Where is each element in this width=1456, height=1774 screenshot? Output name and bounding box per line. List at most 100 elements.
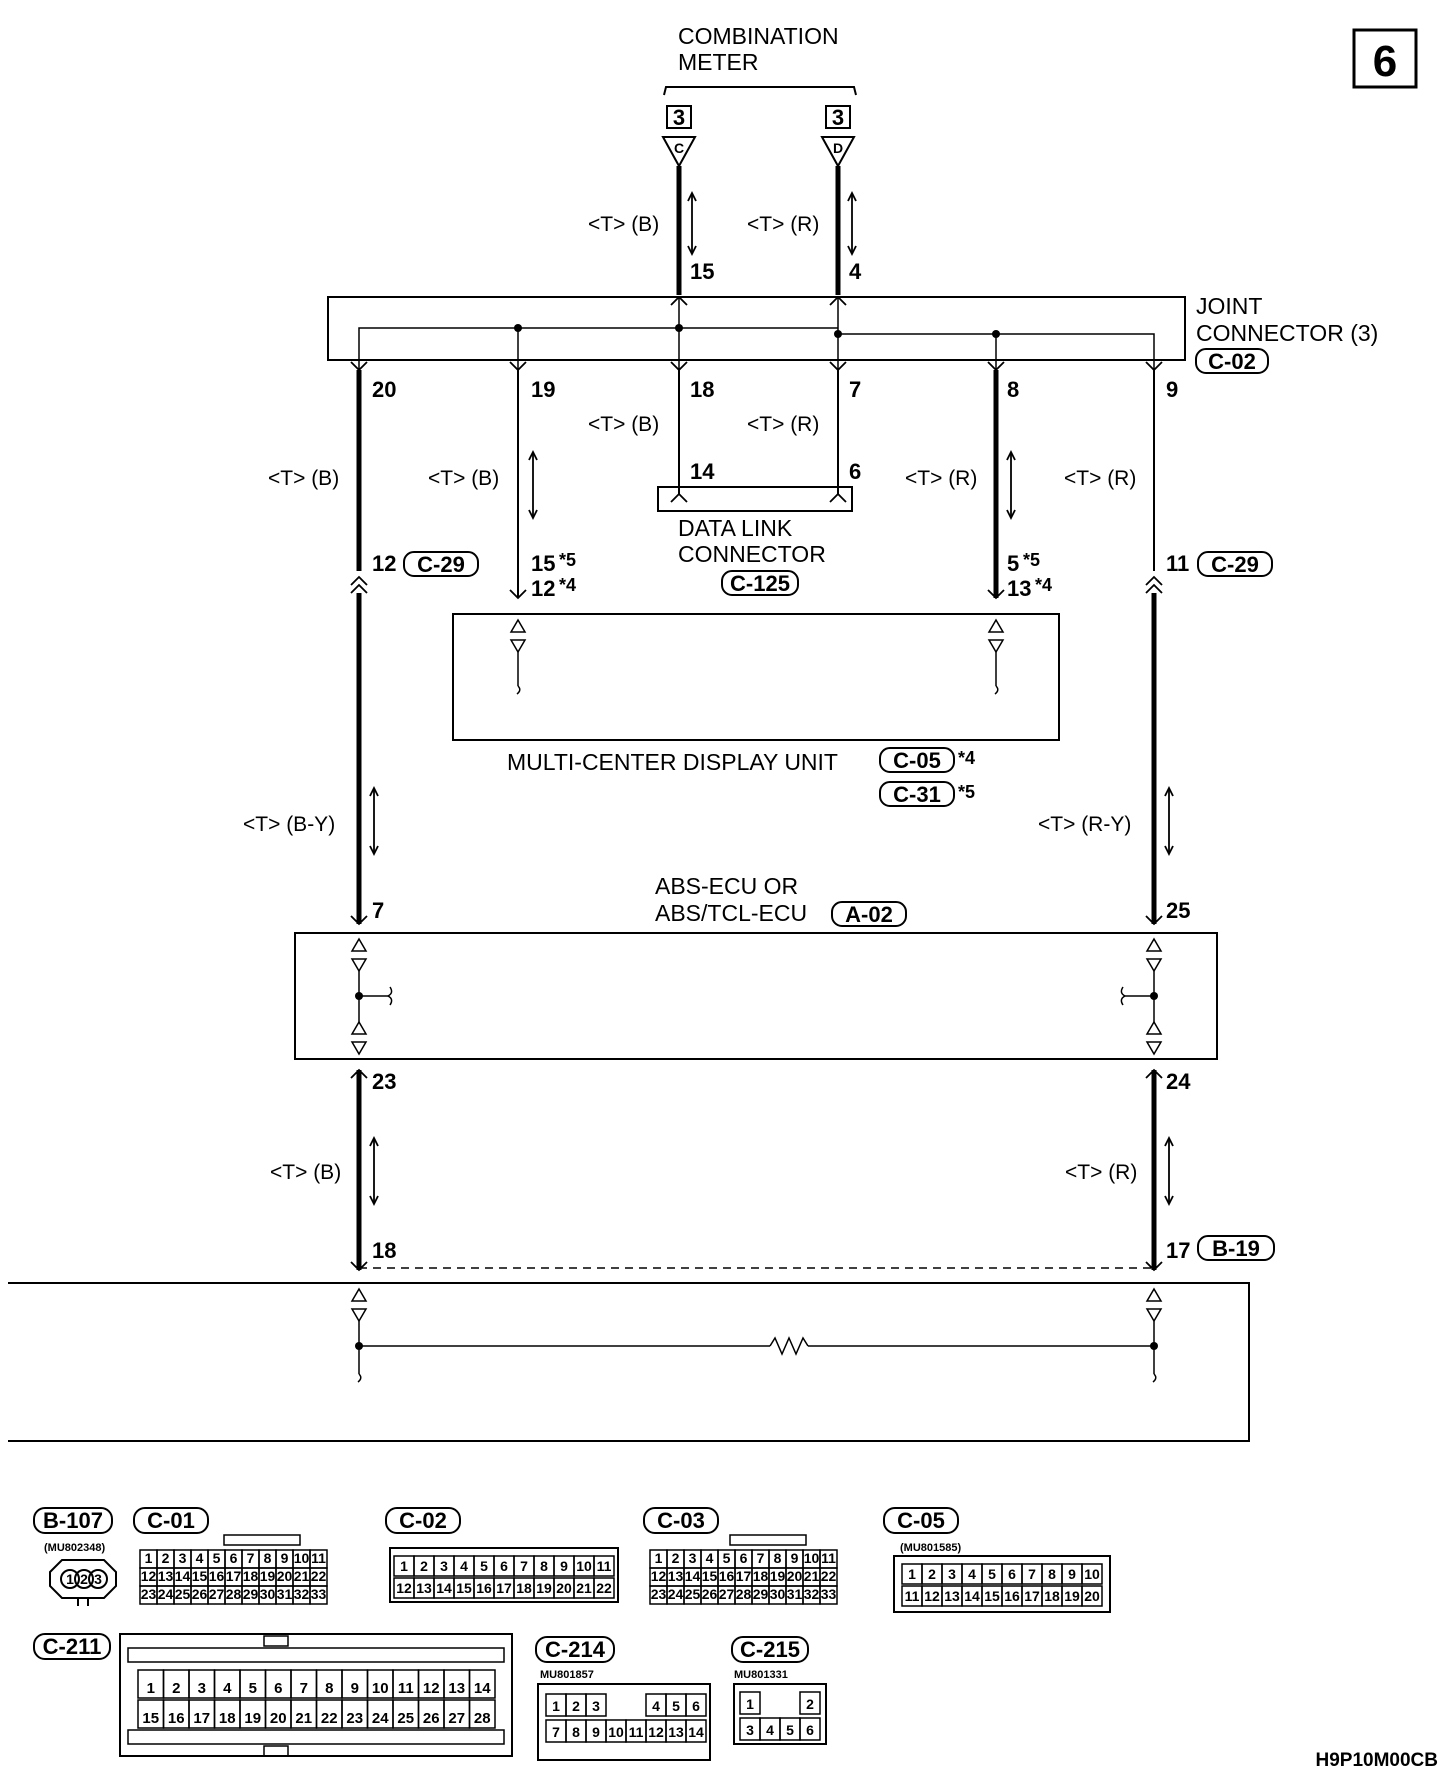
c214-r2-pin-label: 12 [648, 1724, 664, 1740]
c29-code-left: C-29 [417, 552, 465, 577]
c01-r2-pin-label: 18 [243, 1568, 259, 1584]
c01-r2-pin-label: 20 [277, 1568, 293, 1584]
mcd-pin-left-a-note: *5 [559, 550, 576, 570]
c02-r1-pin-label: 1 [400, 1558, 408, 1574]
c214-r1a-pin-label: 3 [592, 1698, 600, 1714]
c215-r1a-cell [739, 1691, 761, 1715]
c214-r2-cell [685, 1719, 707, 1743]
c01-r1-pin-label: 3 [179, 1550, 187, 1566]
c01-r2-pin-label: 14 [175, 1568, 191, 1584]
bottom-unit-box [8, 1282, 1250, 1442]
c214-r2-pin-label: 10 [608, 1724, 624, 1740]
c211-r2-pin-label: 20 [270, 1710, 287, 1727]
c02-r1-pin-label: 11 [597, 1558, 612, 1574]
c03-r1-pin-label: 4 [706, 1550, 714, 1566]
abs-pin-23: 23 [372, 1069, 396, 1094]
mcd-internal-right [987, 618, 1005, 695]
joint-pin-19: 19 [531, 377, 555, 402]
c05-r2-pin-label: 17 [1024, 1588, 1040, 1604]
wire-label-dlc-left: <T> (B) [588, 413, 659, 436]
abs-pin-7: 7 [372, 898, 384, 923]
wire-label-meter-left: <T> (B) [588, 213, 659, 236]
c03-r2-pin-label: 18 [753, 1568, 769, 1584]
c211-r2-pin-label: 23 [346, 1710, 363, 1727]
c214-r2-pin-label: 8 [572, 1724, 580, 1740]
mcd-pin-right-b-note: *4 [1035, 575, 1052, 595]
c01-r1-pin-label: 9 [281, 1550, 289, 1566]
c01-r1-pin-label: 7 [247, 1550, 255, 1566]
c05-r2-pin-label: 13 [944, 1588, 960, 1604]
c03-r2-pin-label: 12 [651, 1568, 667, 1584]
mcd-code1: C-05 [893, 748, 941, 773]
meter-terminal-triangle-right [820, 136, 856, 169]
multi-center-display-box [452, 613, 1060, 741]
c01-r3-pin-label: 27 [209, 1586, 225, 1602]
page-number-box [1352, 28, 1418, 89]
figure-code: H9P10M00CB [1316, 1750, 1439, 1771]
c05-code-box [883, 1507, 959, 1534]
c02-r2-pin-label: 19 [536, 1580, 552, 1596]
combination-meter-bracket [663, 86, 857, 96]
wire-label-bottom-left: <T> (B) [270, 1161, 341, 1184]
abs-ecu-label-1: ABS-ECU OR [655, 873, 798, 899]
abs-ecu-code: A-02 [845, 902, 893, 927]
c03-r2-pin-label: 16 [719, 1568, 735, 1584]
c211-r1-pin-label: 11 [398, 1680, 414, 1697]
c05-r1-pin-label: 4 [968, 1566, 976, 1582]
c29-junction-mark-left [350, 575, 368, 594]
joint-connector-label-1: JOINT [1196, 293, 1262, 319]
c211-shell [119, 1633, 513, 1757]
wire-label-meter-right: <T> (R) [747, 213, 819, 236]
c211-r1-pin-label: 12 [423, 1680, 440, 1697]
c29-pin-12: 12 [372, 551, 396, 576]
c03-r1-pin-label: 11 [821, 1550, 836, 1566]
c03-r3-pin-label: 23 [651, 1586, 667, 1602]
c211-r2-pin-label: 27 [448, 1710, 465, 1727]
c05-r2-pin-label: 16 [1004, 1588, 1020, 1604]
c01-r2-pin-label: 17 [226, 1568, 242, 1584]
c03-r3-pin-label: 27 [719, 1586, 735, 1602]
c01-code: C-01 [147, 1508, 195, 1533]
c215-part: MU801331 [734, 1669, 788, 1681]
c214-r1a-pin-label: 2 [572, 1698, 580, 1714]
c01-r1-pin-label: 1 [145, 1550, 153, 1566]
c02-r1-pin-label: 9 [560, 1558, 568, 1574]
dlc-terminal-marks [670, 492, 847, 503]
c05-r1-pin-label: 7 [1028, 1566, 1036, 1582]
bottom-unit-internals [350, 1287, 1163, 1383]
c02-r1-pin-label: 7 [520, 1558, 528, 1574]
c211-rails [127, 1635, 505, 1757]
abs-ecu-box [294, 932, 1218, 1060]
c02-code: C-02 [399, 1508, 447, 1533]
c215-shell [733, 1683, 827, 1745]
mcd-pin-right-a-note: *5 [1023, 550, 1040, 570]
c211-r2-pin-label: 17 [193, 1710, 210, 1727]
c01-r3-pin-label: 26 [192, 1586, 208, 1602]
mcd-code1-note: *4 [958, 748, 975, 768]
c02-r2-pin-label: 20 [556, 1580, 572, 1596]
c03-r3-pin-label: 32 [804, 1586, 820, 1602]
bottom-pin-17: 17 [1166, 1238, 1190, 1263]
c214-code-box [535, 1636, 615, 1663]
c03-r1-pin-label: 7 [757, 1550, 765, 1566]
b107-pin-1: 1 [66, 1571, 74, 1587]
c211-r2-pin-label: 24 [372, 1710, 389, 1727]
c03-r1-pin-label: 10 [804, 1550, 820, 1566]
c211-r1-pin-label: 6 [274, 1680, 282, 1697]
c05-r1-pin-label: 10 [1084, 1566, 1100, 1582]
c03-r3-cell [819, 1585, 838, 1605]
meter-terminal-number-right: 3 [832, 105, 844, 130]
c02-r1-pin-label: 3 [440, 1558, 448, 1574]
c05-r1-pin-label: 2 [928, 1566, 936, 1582]
c01-r3-cell [309, 1585, 328, 1605]
dlc-pin-6: 6 [849, 459, 861, 484]
c01-r2-pin-label: 13 [158, 1568, 174, 1584]
c214-r2-pin-label: 13 [668, 1724, 684, 1740]
c03-r3-pin-label: 33 [821, 1586, 837, 1602]
b107-pin-3: 3 [94, 1571, 102, 1587]
wire-label-abs-left: <T> (B-Y) [243, 813, 335, 836]
c211-r1-pin-label: 2 [172, 1680, 180, 1697]
c05-code: C-05 [897, 1508, 945, 1533]
mcd-pin-right-b: 13 [1007, 576, 1031, 601]
